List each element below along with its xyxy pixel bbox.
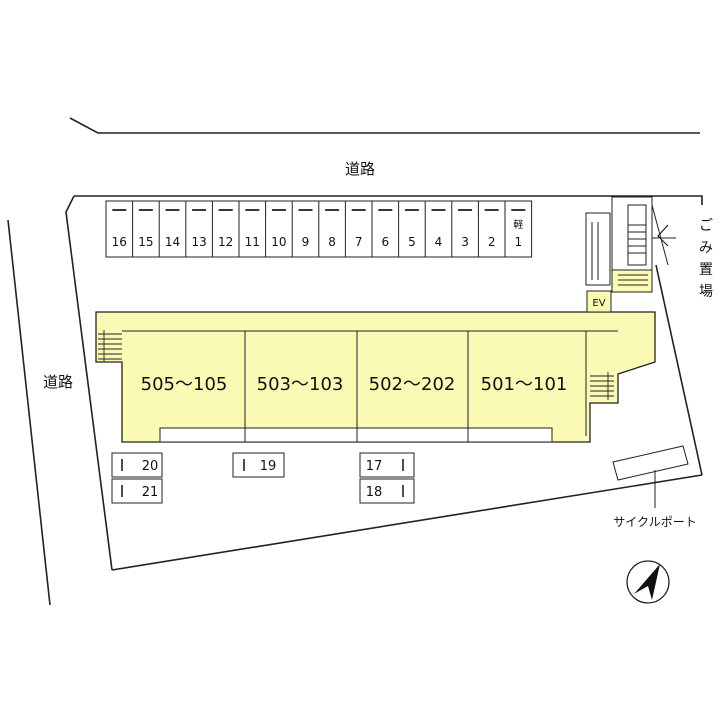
- parking-number-5: 5: [408, 235, 416, 249]
- parking-number-7: 7: [355, 235, 363, 249]
- parking-number: 17: [366, 459, 383, 474]
- garbage-pointer: [657, 224, 669, 247]
- site-boundary-bottom: [111, 474, 703, 571]
- parking-number-9: 9: [302, 235, 310, 249]
- balcony: [467, 427, 553, 443]
- garbage-label: ごみ置場: [699, 218, 713, 300]
- building-outline: [95, 311, 656, 443]
- elevator-label: EV: [592, 298, 605, 309]
- road-edge-left: [7, 219, 51, 606]
- parking-block-19: 19: [232, 452, 285, 478]
- unit-label: 502～202: [369, 374, 456, 395]
- parking-number: 20: [142, 459, 159, 474]
- stairs-west: [98, 330, 122, 362]
- parking-number-2: 2: [488, 235, 496, 249]
- parking-number-16: 16: [112, 235, 127, 249]
- road-label-left: 道路: [43, 373, 73, 391]
- elevator: [586, 290, 612, 313]
- parking-number: 19: [260, 459, 277, 474]
- north-arrow-icon: [626, 560, 670, 604]
- parking-number-12: 12: [218, 235, 233, 249]
- building: 505～105 503～103 502～202 501～101: [95, 311, 656, 443]
- unit-label: 505～105: [141, 374, 228, 395]
- balcony: [159, 427, 246, 443]
- cycle-port-label: サイクルポート: [613, 515, 696, 529]
- cycle-port: [612, 445, 689, 481]
- parking-number-3: 3: [461, 235, 469, 249]
- parking-row: 16 15 14 13 12 11 10 9 8 7 6 5 4 3 2 1 軽: [105, 200, 533, 258]
- parking-number-13: 13: [191, 235, 206, 249]
- site-boundary-right: [655, 264, 703, 476]
- parking-number-10: 10: [271, 235, 286, 249]
- road-edge-top: [69, 117, 700, 134]
- parking-number: 18: [366, 485, 383, 500]
- parking-number-4: 4: [435, 235, 443, 249]
- stairs-east: [590, 372, 614, 400]
- unit-label: 503～103: [257, 374, 344, 395]
- parking-number: 21: [142, 485, 159, 500]
- parking-number-14: 14: [165, 235, 180, 249]
- parking-block-20-21: 20 21: [111, 452, 163, 504]
- parking-block-17-18: 17 18: [359, 452, 415, 504]
- balcony: [244, 427, 358, 443]
- parking-number-8: 8: [328, 235, 336, 249]
- stair-tower: [585, 196, 669, 293]
- parking-number-6: 6: [381, 235, 389, 249]
- parking-number-15: 15: [138, 235, 153, 249]
- parking-number-11: 11: [245, 235, 260, 249]
- unit-label: 501～101: [481, 374, 568, 395]
- light-car-mark: 軽: [513, 219, 523, 231]
- parking-number-1: 1: [514, 235, 522, 249]
- balcony: [356, 427, 469, 443]
- road-label-top: 道路: [345, 160, 375, 178]
- site-boundary-left: [65, 195, 113, 571]
- site-boundary-top: [74, 195, 703, 205]
